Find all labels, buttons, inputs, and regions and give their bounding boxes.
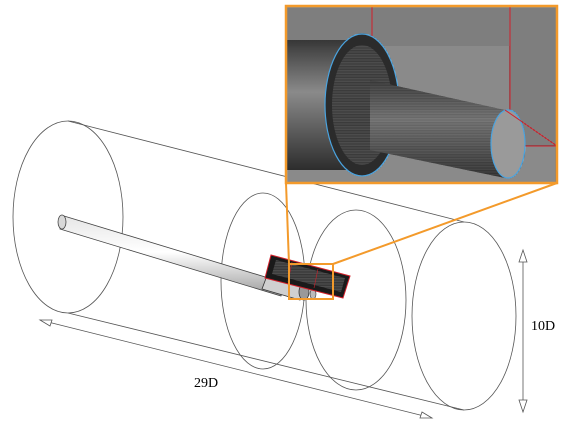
length-dimension — [38, 319, 434, 419]
top-generatrix — [67, 120, 465, 223]
zoom-connectors — [285, 182, 558, 265]
support-rod — [57, 214, 286, 297]
diameter-dimension — [518, 248, 528, 414]
outlet-face — [411, 221, 517, 411]
zoom-inset — [286, 6, 557, 183]
mesh-region — [264, 254, 351, 299]
zoom-frame — [284, 4, 559, 185]
bottom-generatrix — [67, 312, 465, 411]
small-rod-face — [490, 109, 526, 179]
zoom-selection-box — [288, 263, 334, 300]
diameter-label: 10D — [531, 319, 555, 334]
length-label: 29D — [194, 376, 218, 391]
domain-cylinder — [12, 120, 517, 411]
